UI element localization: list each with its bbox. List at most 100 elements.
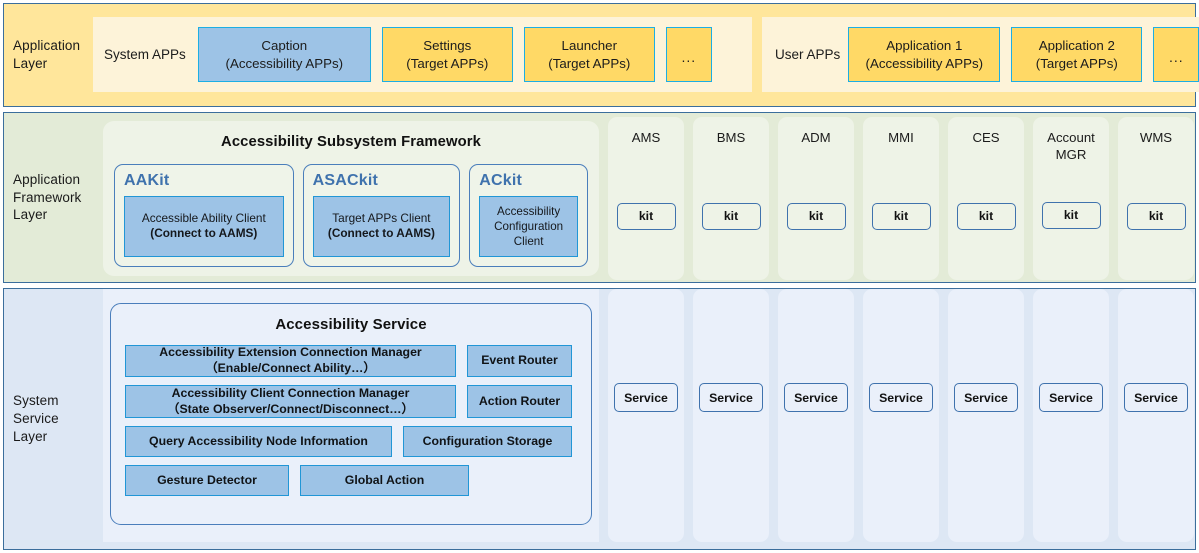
client-connection-manager-line2: （State Observer/Connect/Disconnect…） (167, 401, 414, 416)
gesture-detector-label: Gesture Detector (157, 472, 257, 487)
app-box-launcher-line1: Launcher (561, 38, 617, 54)
action-router-label: Action Router (478, 393, 561, 408)
app-box-caption[interactable]: Caption (Accessibility APPs) (197, 27, 371, 82)
framework-column-mmi-title: MMI (888, 130, 914, 145)
system-apps-group: System APPs Caption (Accessibility APPs)… (93, 17, 752, 92)
kit-inner-asackit-line1: Target APPs Client (332, 210, 431, 225)
service-column-ces-service[interactable]: Service (954, 383, 1018, 412)
accessibility-subsystem-framework-panel: Accessibility Subsystem Framework AAKit … (103, 121, 599, 276)
service-column-ams-service[interactable]: Service (614, 383, 678, 412)
service-column-mmi-service[interactable]: Service (869, 383, 933, 412)
framework-column-ces[interactable]: CES kit (948, 117, 1024, 280)
ellipsis-icon: ... (681, 48, 697, 65)
framework-column-bms-title: BMS (716, 130, 746, 145)
query-node-information-label: Query Accessibility Node Information (149, 433, 368, 448)
app-box-application-2-line1: Application 2 (1038, 38, 1115, 54)
app-box-launcher[interactable]: Launcher (Target APPs) (523, 27, 655, 82)
framework-column-mmi[interactable]: MMI kit (863, 117, 939, 280)
framework-column-ams-kit[interactable]: kit (616, 202, 676, 230)
app-box-application-1-line1: Application 1 (886, 38, 963, 54)
service-column-bms[interactable]: Service (693, 289, 769, 542)
service-column-ces[interactable]: Service (948, 289, 1024, 542)
system-apps-label: System APPs (104, 47, 186, 62)
service-column-adm-service[interactable]: Service (784, 383, 848, 412)
service-box-global-action[interactable]: Global Action (300, 465, 469, 496)
account-mgr-line2: MGR (1055, 146, 1087, 162)
framework-subsystem-columns: AMS kit BMS kit ADM kit MMI kit CES ki (608, 117, 1194, 280)
service-row: Gesture Detector Global Action (125, 465, 577, 496)
kit-name-aakit: AAKit (124, 172, 170, 189)
service-column-wms[interactable]: Service (1118, 289, 1194, 542)
framework-column-account-mgr-kit[interactable]: kit (1041, 201, 1101, 229)
service-column-adm[interactable]: Service (778, 289, 854, 542)
app-box-settings[interactable]: Settings (Target APPs) (381, 27, 513, 82)
framework-column-ces-title: CES (972, 130, 1000, 145)
service-box-gesture-detector[interactable]: Gesture Detector (125, 465, 289, 496)
accessibility-service-grid: Accessibility Extension Connection Manag… (125, 345, 577, 504)
framework-column-ams-title: AMS (631, 130, 661, 145)
service-subsystem-columns: Service Service Service Service Service … (608, 289, 1194, 542)
service-row: Accessibility Extension Connection Manag… (125, 345, 577, 377)
kit-inner-aakit-line1: Accessible Ability Client (141, 210, 266, 225)
extension-connection-manager-line2: （Enable/Connect Ability…） (205, 361, 376, 375)
configuration-storage-label: Configuration Storage (422, 433, 553, 448)
app-box-application-2-line2: (Target APPs) (1035, 55, 1118, 71)
service-column-mmi[interactable]: Service (863, 289, 939, 542)
service-box-event-router[interactable]: Event Router (467, 345, 572, 377)
service-column-bms-service[interactable]: Service (699, 383, 763, 412)
app-box-system-more[interactable]: ... (665, 27, 712, 82)
service-box-client-connection-manager[interactable]: Accessibility Client Connection Manager … (125, 385, 456, 418)
framework-column-bms[interactable]: BMS kit (693, 117, 769, 280)
service-column-wms-service[interactable]: Service (1124, 383, 1188, 412)
service-layer-content: Accessibility Service Accessibility Exte… (96, 289, 1195, 549)
kit-inner-ackit-line3: Client (513, 234, 544, 248)
framework-column-wms[interactable]: WMS kit (1118, 117, 1194, 280)
service-column-account-mgr[interactable]: Service (1033, 289, 1109, 542)
accessibility-service-panel: Accessibility Service Accessibility Exte… (103, 289, 599, 542)
framework-column-adm-kit[interactable]: kit (786, 202, 846, 230)
global-action-label: Global Action (344, 472, 425, 487)
service-row: Query Accessibility Node Information Con… (125, 426, 577, 457)
user-apps-group: User APPs Application 1 (Accessibility A… (762, 17, 1199, 92)
event-router-label: Event Router (481, 353, 558, 368)
app-box-application-1[interactable]: Application 1 (Accessibility APPs) (848, 27, 1001, 82)
framework-column-wms-kit[interactable]: kit (1126, 202, 1186, 230)
service-box-extension-connection-manager[interactable]: Accessibility Extension Connection Manag… (125, 345, 456, 377)
framework-column-wms-title: WMS (1139, 130, 1173, 145)
user-apps-label: User APPs (775, 47, 841, 62)
kit-name-ackit: ACkit (479, 172, 523, 189)
kit-inner-ackit-line2: Configuration (494, 219, 564, 233)
framework-column-mmi-kit[interactable]: kit (871, 202, 931, 230)
service-box-action-router[interactable]: Action Router (467, 385, 572, 418)
framework-column-ams[interactable]: AMS kit (608, 117, 684, 280)
service-box-configuration-storage[interactable]: Configuration Storage (403, 426, 572, 457)
framework-column-ces-kit[interactable]: kit (956, 202, 1016, 230)
kit-card-aakit[interactable]: AAKit Accessible Ability Client (Connect… (114, 164, 294, 267)
kit-row: AAKit Accessible Ability Client (Connect… (114, 164, 588, 267)
kit-card-asackit[interactable]: ASACkit Target APPs Client (Connect to A… (302, 164, 461, 267)
kit-name-asackit: ASACkit (312, 172, 379, 189)
app-box-launcher-line2: (Target APPs) (548, 55, 631, 71)
application-layer-content: System APPs Caption (Accessibility APPs)… (93, 4, 1199, 106)
app-box-user-more[interactable]: ... (1153, 27, 1199, 82)
framework-column-bms-kit[interactable]: kit (701, 202, 761, 230)
accessibility-service-title: Accessibility Service (275, 316, 427, 333)
app-box-settings-line1: Settings (423, 38, 472, 54)
kit-card-ackit[interactable]: ACkit Accessibility Configuration Client (469, 164, 588, 267)
app-box-settings-line2: (Target APPs) (406, 55, 489, 71)
service-column-account-mgr-service[interactable]: Service (1039, 383, 1103, 412)
framework-column-account-mgr-title: Account MGR (1047, 130, 1095, 164)
service-column-ams[interactable]: Service (608, 289, 684, 542)
framework-column-adm[interactable]: ADM kit (778, 117, 854, 280)
app-box-caption-line1: Caption (261, 38, 308, 54)
service-box-query-node-information[interactable]: Query Accessibility Node Information (125, 426, 392, 457)
app-box-application-2[interactable]: Application 2 (Target APPs) (1011, 27, 1143, 82)
kit-inner-ackit: Accessibility Configuration Client (479, 195, 578, 257)
framework-column-account-mgr[interactable]: Account MGR kit (1033, 117, 1109, 280)
service-row: Accessibility Client Connection Manager … (125, 385, 577, 418)
